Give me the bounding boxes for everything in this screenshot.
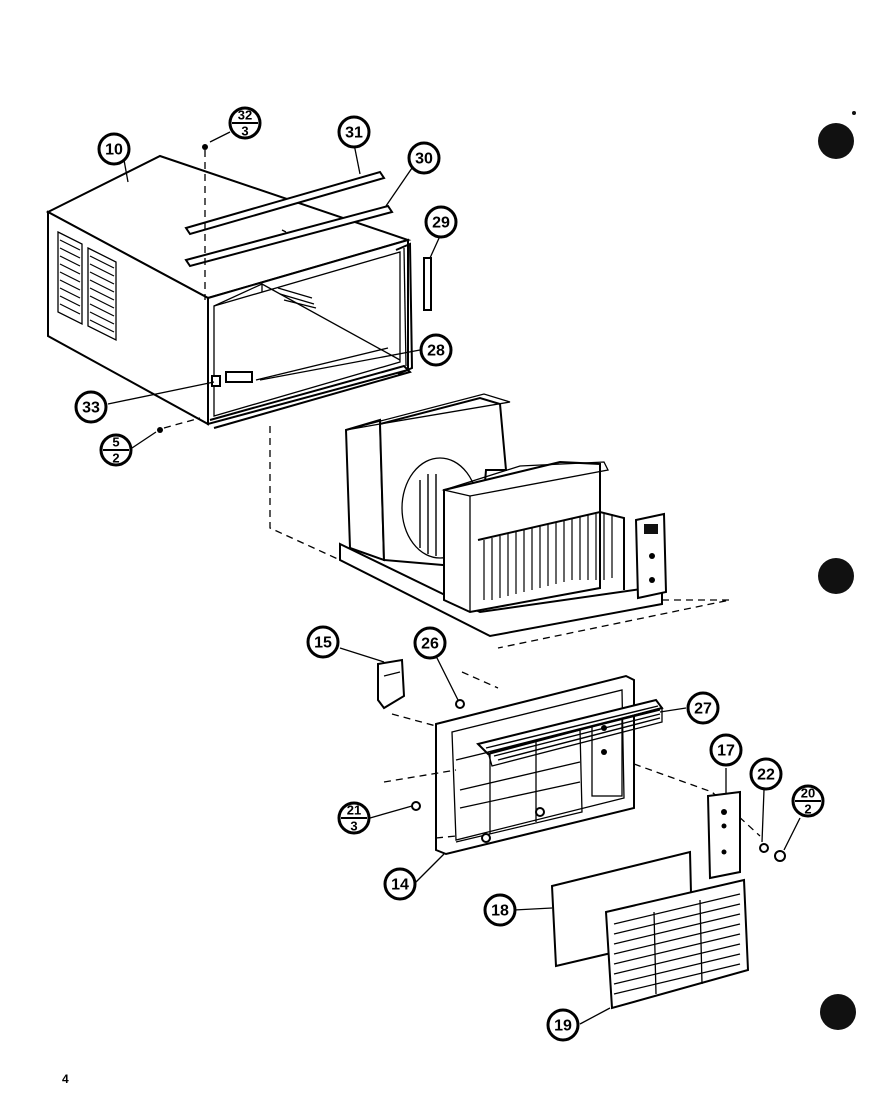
svg-text:19: 19 <box>554 1018 572 1035</box>
knob-22 <box>759 843 769 853</box>
svg-text:18: 18 <box>491 903 509 920</box>
svg-text:32: 32 <box>238 108 252 123</box>
cabinet-part <box>45 154 414 429</box>
screw-32 <box>202 144 208 150</box>
callout-32-3: 32 3 <box>228 106 262 140</box>
callout-14: 14 <box>383 867 417 901</box>
svg-text:3: 3 <box>241 124 248 139</box>
seal-strip-29 <box>423 257 432 311</box>
svg-text:22: 22 <box>757 767 775 784</box>
bracket-15 <box>377 658 406 710</box>
binder-hole-bottom <box>820 994 856 1030</box>
svg-text:14: 14 <box>391 877 409 894</box>
callout-18: 18 <box>483 893 517 927</box>
callout-26: 26 <box>413 626 447 660</box>
callout-10: 10 <box>97 132 131 166</box>
callout-5-2: 5 2 <box>99 433 133 467</box>
callout-29: 29 <box>424 205 458 239</box>
knob-20 <box>774 850 786 862</box>
binder-hole-middle <box>818 558 854 594</box>
callout-33: 33 <box>74 390 108 424</box>
chassis-assembly <box>339 393 668 638</box>
callout-20-2: 20 2 <box>791 784 825 818</box>
svg-text:33: 33 <box>82 400 100 417</box>
svg-text:20: 20 <box>801 786 815 801</box>
front-panel-14 <box>435 674 664 856</box>
svg-text:15: 15 <box>314 635 332 652</box>
svg-text:5: 5 <box>112 435 119 450</box>
callout-31: 31 <box>337 115 371 149</box>
screw-21 <box>411 801 421 811</box>
callout-22: 22 <box>749 757 783 791</box>
svg-text:28: 28 <box>427 343 445 360</box>
screw-5 <box>157 427 163 433</box>
binder-hole-top <box>818 123 854 159</box>
page-number: 4 <box>62 1072 69 1086</box>
grille-19 <box>604 878 750 1010</box>
plate-17 <box>706 790 741 880</box>
callout-21-3: 21 3 <box>337 801 371 835</box>
svg-text:27: 27 <box>694 701 712 718</box>
rail-parts <box>184 170 394 268</box>
callout-30: 30 <box>407 141 441 175</box>
svg-text:2: 2 <box>804 802 811 817</box>
svg-text:3: 3 <box>350 819 357 834</box>
callout-15: 15 <box>306 625 340 659</box>
svg-text:29: 29 <box>432 215 450 232</box>
screw-26 <box>455 699 465 709</box>
callout-27: 27 <box>686 691 720 725</box>
svg-text:2: 2 <box>112 451 119 466</box>
svg-text:17: 17 <box>717 743 735 760</box>
callout-28: 28 <box>419 333 453 367</box>
svg-text:26: 26 <box>421 636 439 653</box>
svg-text:30: 30 <box>415 151 433 168</box>
svg-text:31: 31 <box>345 125 363 142</box>
svg-text:10: 10 <box>105 142 123 159</box>
callout-17: 17 <box>709 733 743 767</box>
callout-19: 19 <box>546 1008 580 1042</box>
svg-text:21: 21 <box>347 803 361 818</box>
